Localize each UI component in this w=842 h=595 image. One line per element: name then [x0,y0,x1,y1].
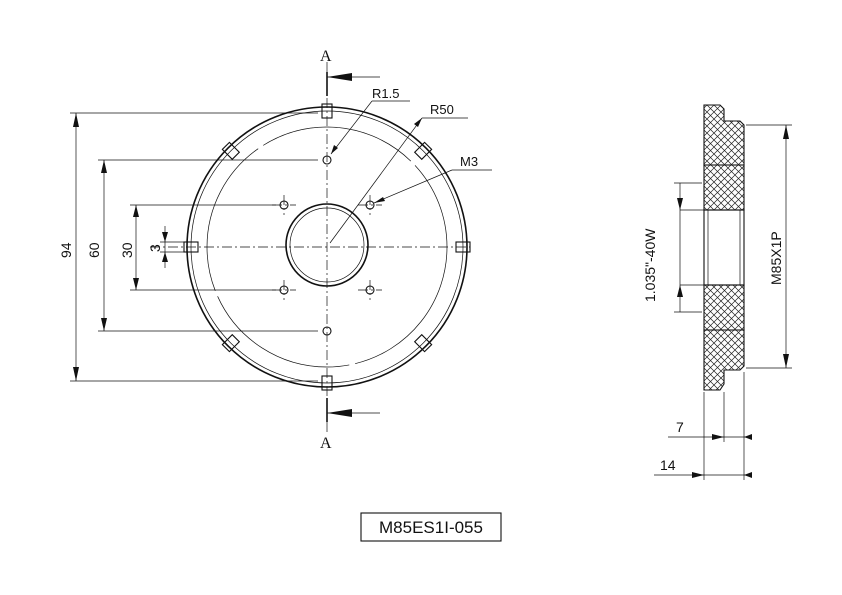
section-label-top: A [320,48,332,65]
dim-94: 94 [58,112,318,382]
section-label-bottom: A [320,435,332,452]
part-number-box: M85ES1I-055 [360,512,502,542]
callout-r50: R50 [329,102,468,244]
callout-r1-5: R1.5 [330,86,410,155]
part-number: M85ES1I-055 [379,518,483,537]
dim-bore-label: 1.035"-40W [642,228,658,302]
section-top-body [703,164,745,211]
dim-7-label: 7 [676,419,684,435]
dim-14-label: 14 [660,457,676,473]
section-marker-top: A [320,48,380,96]
dim-3-label: 3 [147,244,163,252]
dim-60: 60 [86,159,318,332]
dim-thread-label: M85X1P [768,231,784,285]
dim-3: 3 [147,226,190,268]
callout-r50-label: R50 [430,102,454,117]
section-view: 1.035"-40W M85X1P 7 14 [642,104,792,480]
section-marker-bottom: A [320,398,380,452]
section-top-rim [703,104,745,166]
callout-m3: M3 [373,154,492,204]
section-bottom-rim [703,329,745,391]
dim-30: 30 [119,204,276,291]
section-bore [703,209,745,286]
front-view: A A R1.5 R50 M3 [58,48,492,452]
dim-60-label: 60 [86,242,102,258]
dim-30-label: 30 [119,242,135,258]
callout-m3-label: M3 [460,154,478,169]
dim-94-label: 94 [58,242,74,258]
dim-14: 14 [654,392,752,480]
dim-7: 7 [668,372,752,480]
dim-bore: 1.035"-40W [642,182,704,313]
callout-r1-5-label: R1.5 [372,86,399,101]
section-bottom-body [703,284,745,331]
dim-thread: M85X1P [746,124,792,369]
